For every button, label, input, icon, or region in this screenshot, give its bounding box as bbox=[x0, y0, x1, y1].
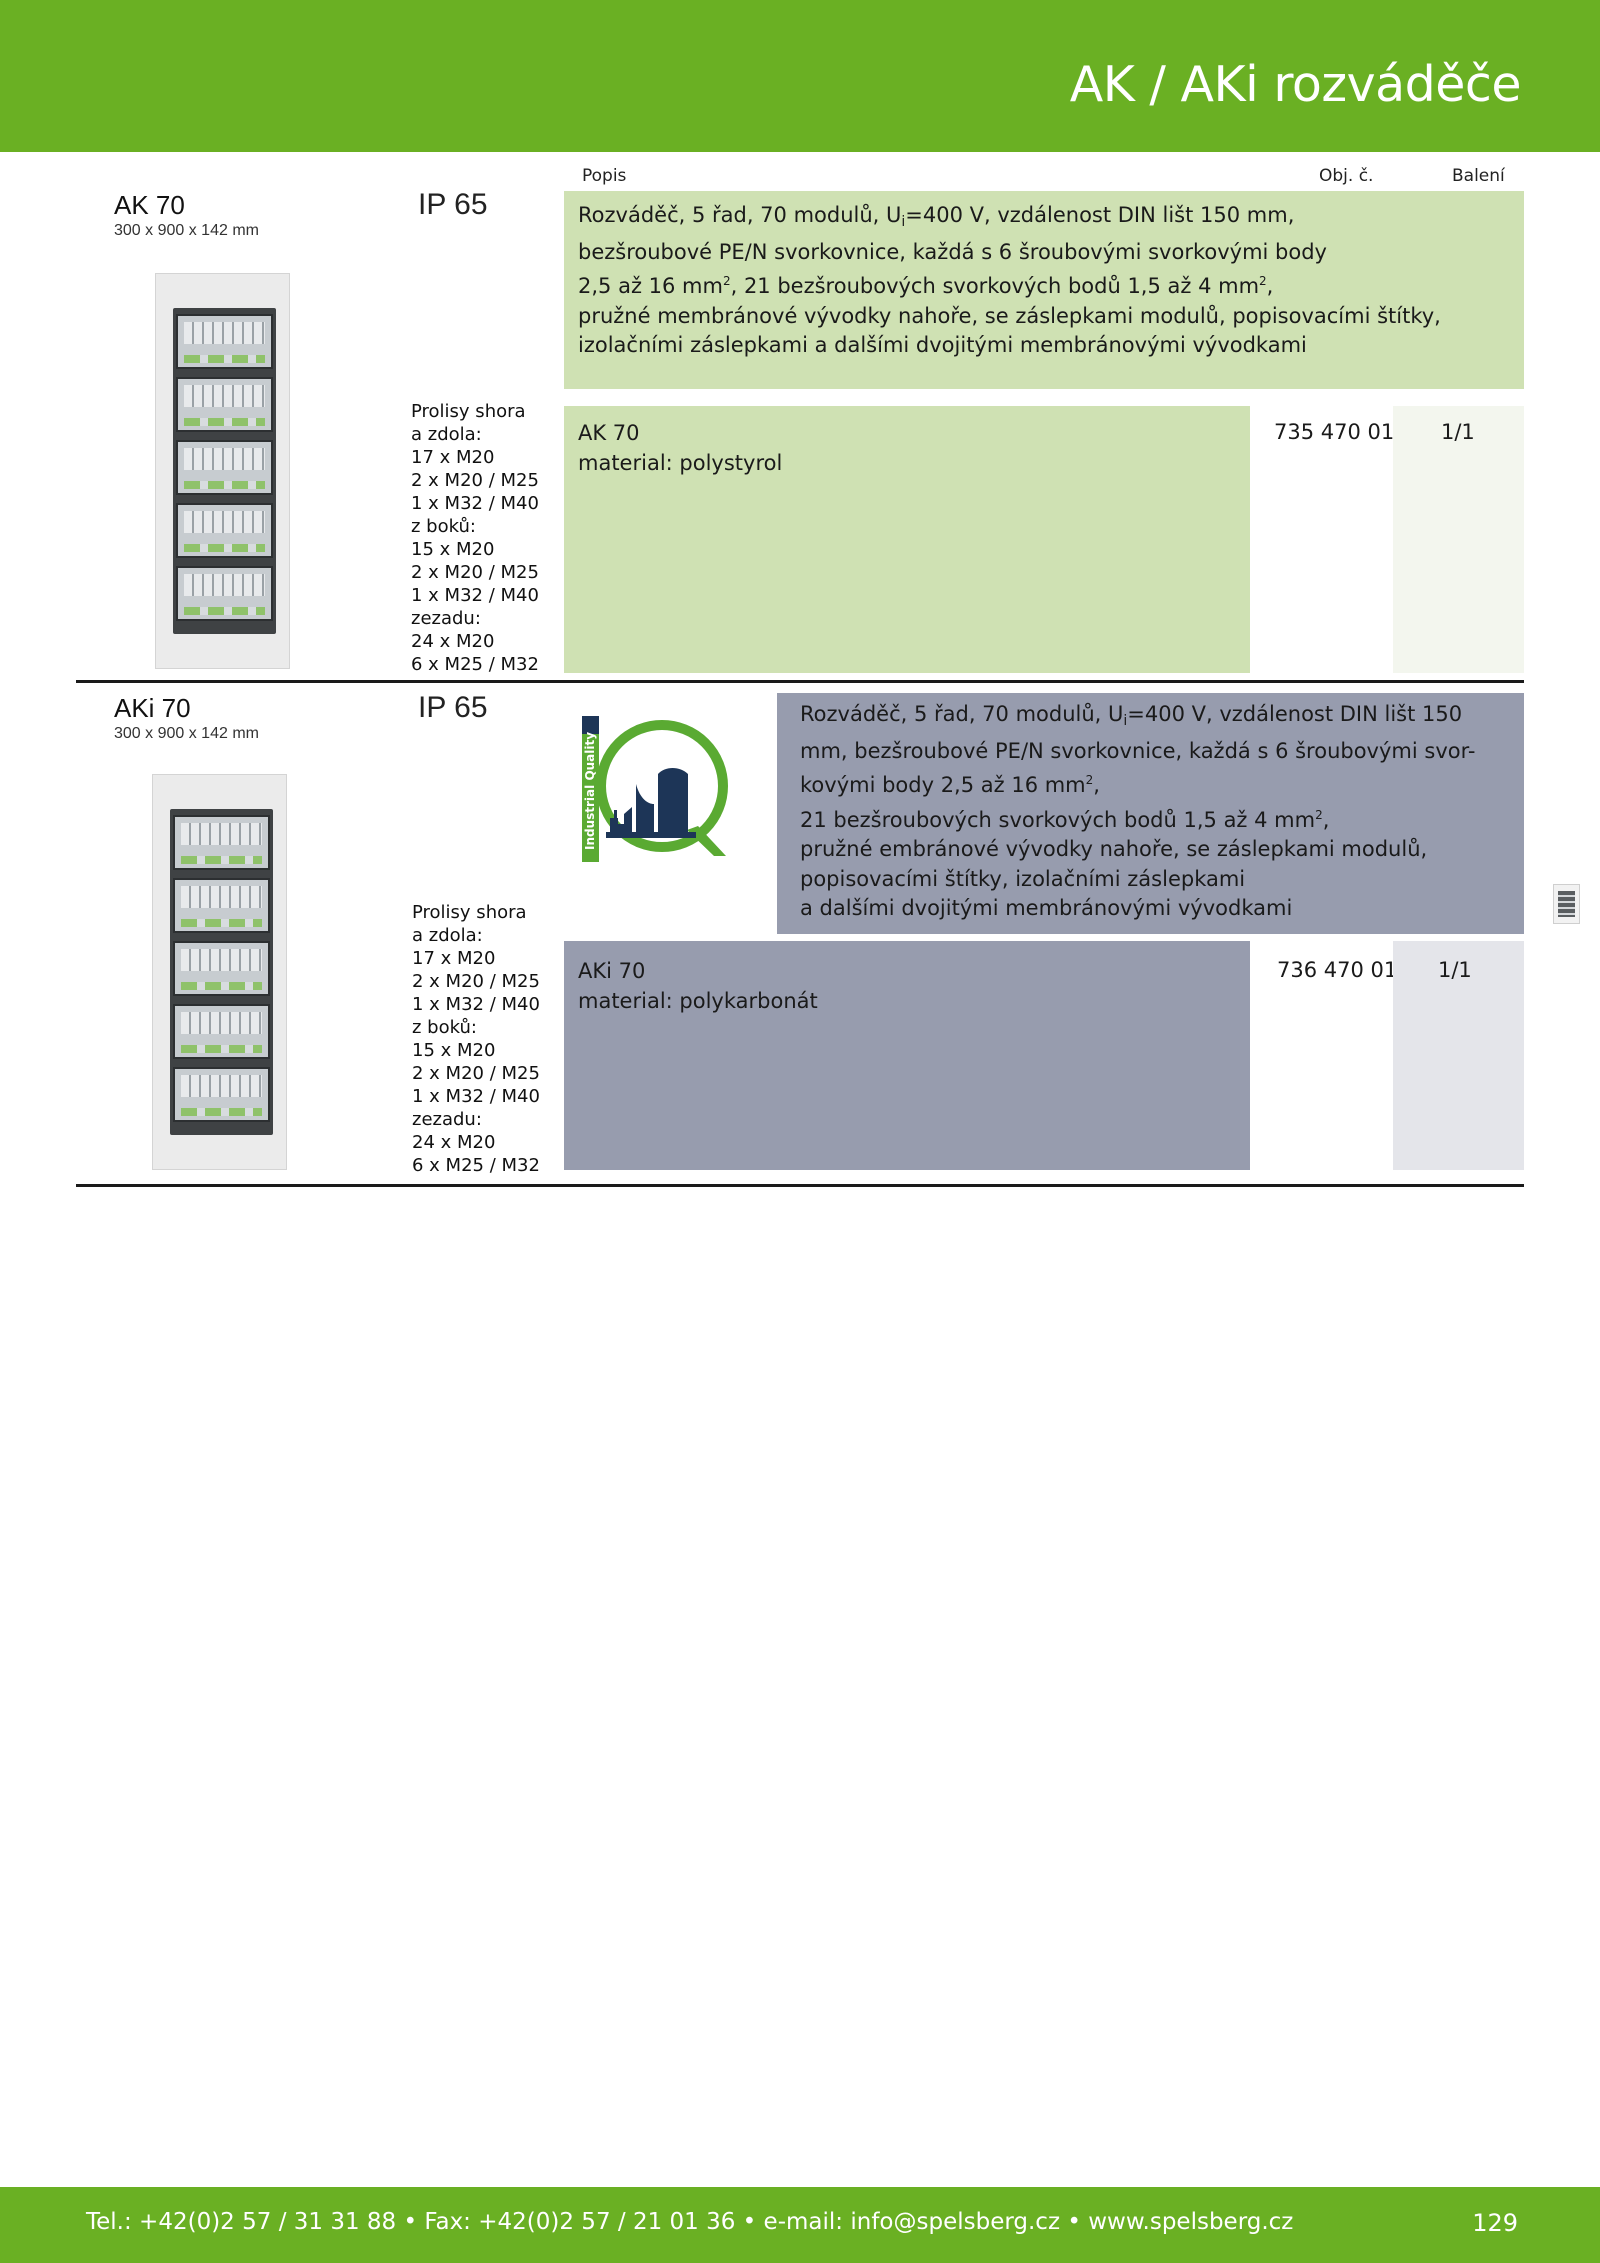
description-text: Rozváděč, 5 řad, 70 modulů, Ui=400 V, vz… bbox=[578, 203, 1441, 357]
page-number: 129 bbox=[1472, 2209, 1518, 2237]
variant-text: AKi 70 material: polykarbonát bbox=[578, 956, 818, 1016]
variant-name: AK 70 bbox=[578, 421, 640, 445]
description-box bbox=[777, 693, 1524, 934]
variant-material: material: polykarbonát bbox=[578, 989, 818, 1013]
industrial-quality-logo-icon: Industrial Quality bbox=[582, 716, 728, 862]
pack-quantity: 1/1 bbox=[1438, 958, 1472, 982]
variant-cell bbox=[564, 941, 1250, 1170]
variant-material: material: polystyrol bbox=[578, 451, 783, 475]
product-dimensions: 300 x 900 x 142 mm bbox=[114, 222, 259, 239]
page-header: AK / AKi rozváděče bbox=[0, 0, 1600, 152]
page-title: AK / AKi rozváděče bbox=[1069, 56, 1522, 113]
product-name: AK 70 bbox=[114, 190, 185, 220]
column-header-baleni: Balení bbox=[1452, 166, 1505, 186]
product-dimensions: 300 x 900 x 142 mm bbox=[114, 725, 259, 742]
contact-info: Tel.: +42(0)2 57 / 31 31 88 • Fax: +42(0… bbox=[86, 2209, 1294, 2235]
knockouts-list: Prolisy shora a zdola: 17 x M20 2 x M20 … bbox=[412, 902, 540, 1176]
pack-cell bbox=[1393, 406, 1524, 673]
knockouts-list: Prolisy shora a zdola: 17 x M20 2 x M20 … bbox=[411, 401, 539, 675]
description-box bbox=[564, 191, 1524, 389]
section-thumbnail bbox=[1553, 884, 1580, 924]
product-image bbox=[155, 273, 290, 669]
pack-quantity: 1/1 bbox=[1441, 420, 1475, 444]
column-header-popis: Popis bbox=[582, 166, 627, 186]
variant-cell bbox=[564, 406, 1250, 673]
row-divider bbox=[76, 1184, 1524, 1187]
description-text: Rozváděč, 5 řad, 70 modulů, Ui=400 V, vz… bbox=[800, 702, 1476, 920]
ip-rating: IP 65 bbox=[418, 691, 488, 724]
order-number: 735 470 01 bbox=[1274, 420, 1395, 444]
variant-text: AK 70 material: polystyrol bbox=[578, 418, 782, 478]
row-divider bbox=[76, 680, 1524, 683]
product-name: AKi 70 bbox=[114, 693, 191, 723]
pack-cell bbox=[1393, 941, 1524, 1170]
ip-rating: IP 65 bbox=[418, 188, 488, 221]
variant-name: AKi 70 bbox=[578, 959, 646, 983]
column-header-obj: Obj. č. bbox=[1319, 166, 1374, 186]
svg-text:Industrial Quality: Industrial Quality bbox=[583, 732, 597, 850]
product-image bbox=[152, 774, 287, 1170]
page-footer: Tel.: +42(0)2 57 / 31 31 88 • Fax: +42(0… bbox=[0, 2187, 1600, 2263]
order-number: 736 470 01 bbox=[1277, 958, 1398, 982]
